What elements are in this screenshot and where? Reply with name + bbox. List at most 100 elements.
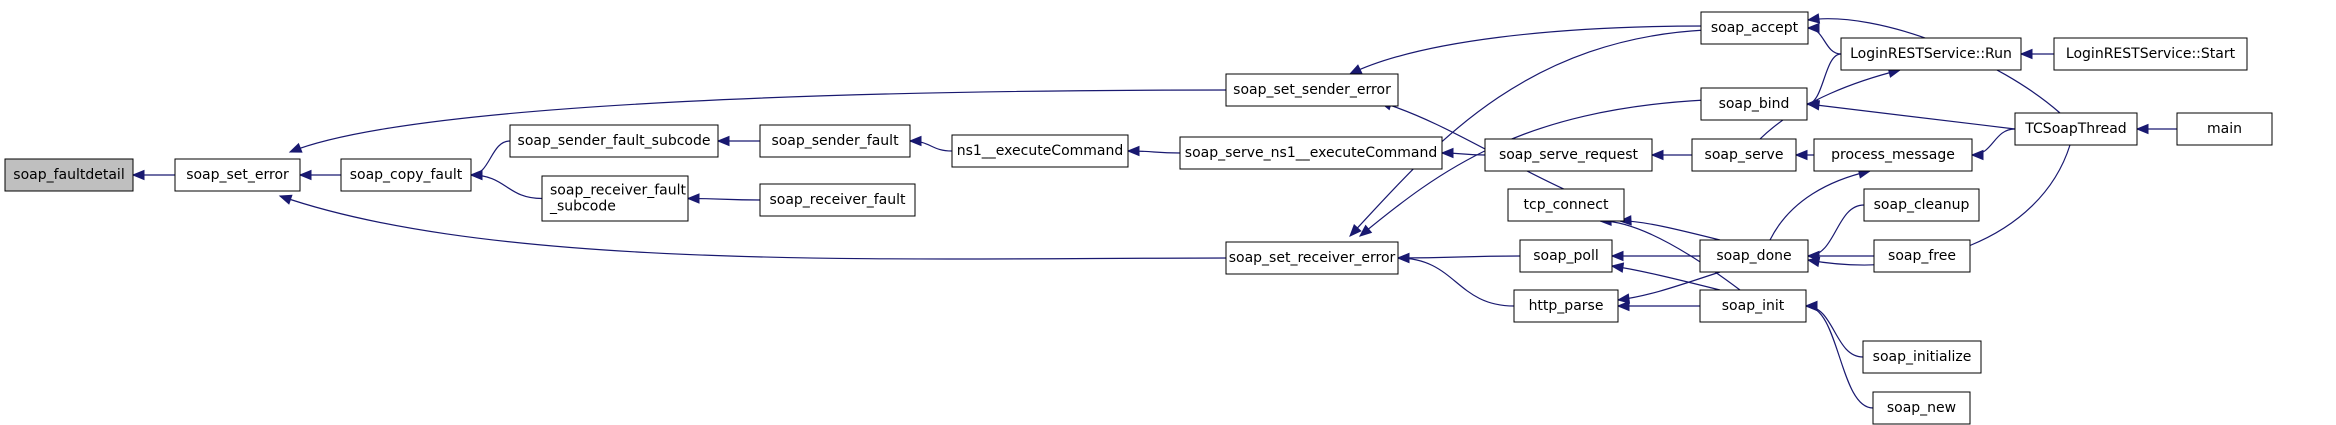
node-main[interactable]: main xyxy=(2176,112,2273,146)
node-box xyxy=(1813,138,1973,172)
node-box xyxy=(759,124,911,158)
node-box xyxy=(1872,391,1971,425)
node-label: LoginRESTService::Run xyxy=(1850,46,2012,62)
edge-line xyxy=(1805,305,1864,358)
node-box xyxy=(1519,239,1613,273)
node-soap-serve-request[interactable]: soap_serve_request xyxy=(1484,138,1653,172)
edge-soap_done-to-tcp_connect xyxy=(1618,215,1721,241)
node-soap-poll[interactable]: soap_poll xyxy=(1519,239,1613,273)
node-soap-receiver-fault-subcode[interactable]: soap_receiver_fault_subcode xyxy=(541,175,689,222)
edge-soap_set_error-to-soap_faultdetail xyxy=(131,169,175,181)
node-label: process_message xyxy=(1831,147,1955,163)
node-box xyxy=(1507,188,1625,222)
edge-arrowhead xyxy=(1806,256,1821,268)
edge-arrowhead xyxy=(1610,262,1625,273)
edge-line xyxy=(1349,29,1706,237)
edge-line xyxy=(1759,69,1901,140)
node-soap-free[interactable]: soap_free xyxy=(1873,239,1971,273)
node-ns1--executecommand[interactable]: ns1__executeCommand xyxy=(951,134,1129,168)
node-soap-copy-fault[interactable]: soap_copy_fault xyxy=(340,158,472,192)
node-loginrestservice-run[interactable]: LoginRESTService::Run xyxy=(1840,37,2022,71)
edge-arrowhead xyxy=(131,169,145,181)
edge-main-to-TCSoapThread xyxy=(2135,123,2178,135)
edge-arrowhead xyxy=(1396,252,1410,264)
node-soap-initialize[interactable]: soap_initialize xyxy=(1862,340,1982,374)
node-label: soap_poll xyxy=(1533,248,1599,264)
node-soap-serve-ns1--executecommand[interactable]: soap_serve_ns1__executeCommand xyxy=(1179,136,1443,170)
edge-line xyxy=(289,89,1231,153)
edge-line xyxy=(1599,220,1741,291)
node-box xyxy=(1700,11,1809,45)
edge-soap_init-to-http_parse xyxy=(1616,300,1700,312)
node-label: soap_initialize xyxy=(1873,349,1972,365)
node-box xyxy=(2053,37,2248,71)
node-soap-new[interactable]: soap_new xyxy=(1872,391,1971,425)
nodes-layer: soap_faultdetail soap_set_error soap_copy_… xyxy=(4,11,2273,425)
edge-soap_accept-to-soap_set_receiver_error xyxy=(1349,29,1706,237)
node-box xyxy=(1225,73,1399,107)
node-loginrestservice-start[interactable]: LoginRESTService::Start xyxy=(2053,37,2248,71)
node-process-message[interactable]: process_message xyxy=(1813,138,1973,172)
edge-arrowhead xyxy=(1650,149,1664,161)
node-label: soap_accept xyxy=(1711,20,1799,36)
node-box xyxy=(2176,112,2273,146)
node-box xyxy=(1484,138,1653,172)
edge-soap_serve-to-soap_serve_request xyxy=(1650,149,1692,161)
node-soap-set-sender-error[interactable]: soap_set_sender_error xyxy=(1225,73,1399,107)
node-soap-serve[interactable]: soap_serve xyxy=(1691,138,1797,172)
edge-arrowhead xyxy=(1794,149,1808,161)
node-soap-set-receiver-error[interactable]: soap_set_receiver_error xyxy=(1225,241,1399,275)
node-http-parse[interactable]: http_parse xyxy=(1513,289,1619,323)
edge-arrowhead xyxy=(1618,215,1632,226)
node-soap-done[interactable]: soap_done xyxy=(1699,239,1809,273)
edge-arrowhead xyxy=(1358,224,1373,237)
node-label: soap_receiver_fault xyxy=(550,183,687,199)
edge-arrowhead xyxy=(469,169,483,181)
edge-arrowhead xyxy=(1806,100,1821,111)
edges-layer xyxy=(131,13,2178,409)
edge-arrowhead xyxy=(1348,64,1363,75)
node-label: soap_faultdetail xyxy=(13,167,124,183)
node-soap-receiver-fault[interactable]: soap_receiver_fault xyxy=(759,183,916,217)
node-soap-sender-fault-subcode[interactable]: soap_sender_fault_subcode xyxy=(509,124,719,158)
edge-http_parse-to-soap_set_receiver_error xyxy=(1396,252,1515,307)
edge-line xyxy=(1397,255,1521,259)
edge-arrowhead xyxy=(2019,48,2033,60)
edge-arrowhead xyxy=(1804,300,1818,312)
edge-TCSoapThread-to-soap_bind xyxy=(1806,100,2016,130)
node-soap-bind[interactable]: soap_bind xyxy=(1700,87,1808,121)
node-box xyxy=(4,158,134,192)
node-soap-sender-fault[interactable]: soap_sender_fault xyxy=(759,124,911,158)
node-tcp-connect[interactable]: tcp_connect xyxy=(1507,188,1625,222)
node-label: TCSoapThread xyxy=(2024,121,2126,137)
edge-soap_init-to-soap_poll xyxy=(1610,262,1721,291)
edge-soap_copy_fault-to-soap_set_error xyxy=(298,169,341,181)
node-box xyxy=(340,158,472,192)
node-label: soap_serve_ns1__executeCommand xyxy=(1185,145,1437,161)
edge-line xyxy=(1971,128,2016,156)
edge-soap_new-to-soap_init xyxy=(1804,300,1874,409)
node-soap-accept[interactable]: soap_accept xyxy=(1700,11,1809,45)
node-label: soap_sender_fault_subcode xyxy=(518,133,711,149)
node-label: LoginRESTService::Start xyxy=(2066,46,2236,62)
edge-LoginRESTService_Run-to-soap_accept xyxy=(1806,22,1842,55)
node-box xyxy=(1225,241,1399,275)
edge-soap_sender_fault-to-soap_sender_fault_subcode xyxy=(716,135,761,147)
node-label: soap_serve xyxy=(1705,147,1784,163)
edge-line xyxy=(1807,204,1865,257)
node-label: soap_set_error xyxy=(186,167,289,183)
node-soap-set-error[interactable]: soap_set_error xyxy=(174,158,301,192)
node-label: ns1__executeCommand xyxy=(957,143,1124,159)
edge-process_message-to-soap_serve xyxy=(1794,149,1814,161)
node-soap-cleanup[interactable]: soap_cleanup xyxy=(1863,188,1980,222)
node-box xyxy=(1179,136,1443,170)
node-soap-faultdetail[interactable]: soap_faultdetail xyxy=(4,158,134,192)
edge-soap_done-to-soap_poll xyxy=(1610,250,1701,262)
edge-arrowhead xyxy=(1440,147,1454,159)
node-tcsoapthread[interactable]: TCSoapThread xyxy=(2014,112,2138,146)
node-box xyxy=(1873,239,1971,273)
edge-soap_done-to-http_parse xyxy=(1616,271,1721,304)
node-soap-init[interactable]: soap_init xyxy=(1699,289,1807,323)
edge-arrowhead xyxy=(1616,293,1631,304)
